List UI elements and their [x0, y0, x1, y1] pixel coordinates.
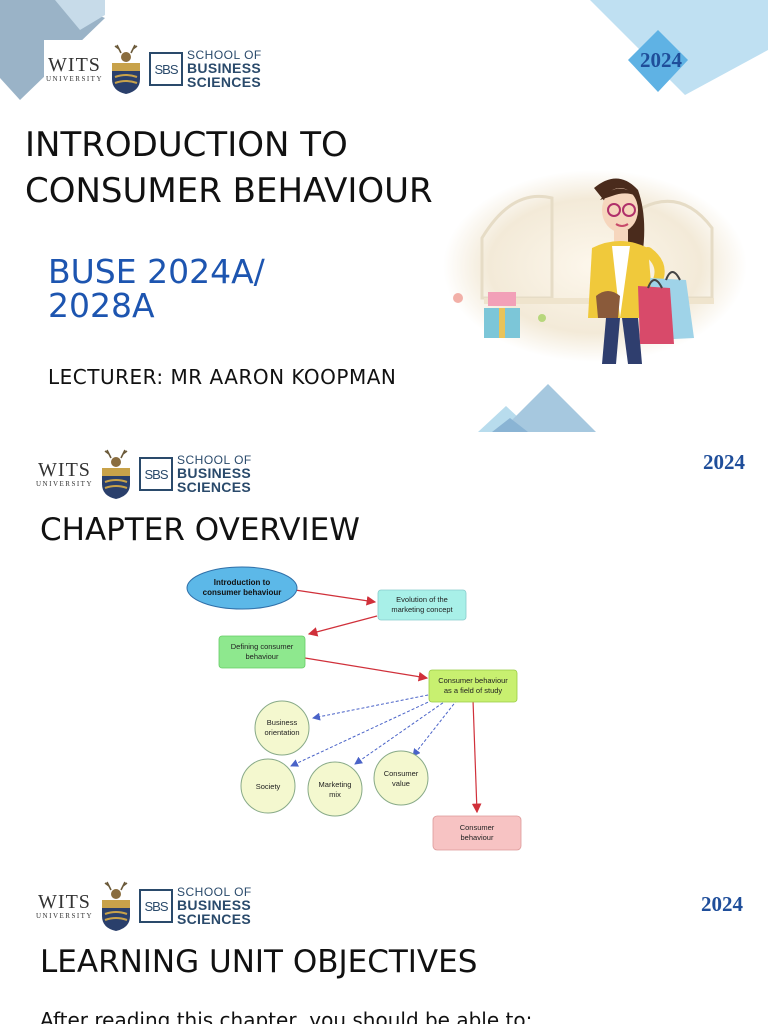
node-defining-line1: Defining consumer	[231, 642, 294, 651]
node-intro-line2: consumer behaviour	[203, 588, 282, 597]
wits-sbs-logo: WITS UNIVERSITY SBS SCHOOL OF BUSINESS S…	[36, 446, 286, 502]
wits-university: UNIVERSITY	[36, 912, 93, 920]
node-business: Business orientation	[254, 700, 310, 756]
sbs-mark: SBS	[139, 889, 173, 923]
node-behaviour-line1: Consumer	[460, 823, 495, 832]
school-line1: SCHOOL OF	[177, 453, 252, 467]
node-society: Society	[240, 758, 296, 814]
crest-icon	[112, 44, 140, 94]
node-intro-line1: Introduction to	[214, 578, 271, 587]
presentation-title: INTRODUCTION TO CONSUMER BEHAVIOUR	[25, 122, 505, 214]
school-line3: SCIENCES	[177, 479, 251, 495]
wits-wordmark: WITS UNIVERSITY	[36, 892, 93, 920]
sbs-mark: SBS	[149, 52, 183, 86]
node-value: Consumer value	[373, 750, 429, 806]
school-line1: SCHOOL OF	[177, 885, 252, 899]
node-intro: Introduction to consumer behaviour	[186, 566, 298, 610]
slide-title: CHAPTER OVERVIEW	[40, 512, 360, 548]
year-label: 2024	[640, 48, 682, 72]
node-field: Consumer behaviour as a field of study	[428, 669, 518, 703]
node-society-label: Society	[256, 782, 281, 791]
wits-name: WITS	[38, 459, 91, 481]
school-wordmark: SCHOOL OF BUSINESS SCIENCES	[177, 454, 252, 494]
lecturer-name: LECTURER: MR AARON KOOPMAN	[48, 365, 397, 389]
school-line1: SCHOOL OF	[187, 48, 262, 62]
school-line2: BUSINESS	[177, 465, 251, 481]
wits-name: WITS	[38, 891, 91, 913]
wits-wordmark: WITS UNIVERSITY	[36, 460, 93, 488]
node-mix-line2: mix	[329, 790, 341, 799]
title-line1: INTRODUCTION TO	[25, 125, 348, 165]
node-evolution-line2: marketing concept	[391, 605, 453, 614]
slide-learning-objectives: WITS UNIVERSITY SBS SCHOOL OF BUSINESS S…	[0, 864, 768, 1024]
wits-sbs-logo: WITS UNIVERSITY SBS SCHOOL OF BUSINESS S…	[36, 878, 296, 934]
school-wordmark: SCHOOL OF BUSINESS SCIENCES	[177, 886, 252, 926]
objectives-intro-text: After reading this chapter, you should b…	[40, 1008, 533, 1024]
wits-university: UNIVERSITY	[46, 75, 103, 83]
school-line3: SCIENCES	[187, 74, 261, 90]
course-code-line2: 2028A	[48, 286, 155, 325]
school-line2: BUSINESS	[187, 60, 261, 76]
node-business-line1: Business	[267, 718, 298, 727]
wits-name: WITS	[48, 54, 101, 76]
sbs-mark: SBS	[139, 457, 173, 491]
wits-university: UNIVERSITY	[36, 480, 93, 488]
shopping-woman-illustration	[443, 170, 747, 364]
decor-shapes-bottom	[478, 384, 596, 432]
decor-shapes-top-right	[590, 0, 768, 95]
title-line2: CONSUMER BEHAVIOUR	[25, 171, 433, 211]
crest-icon	[102, 881, 130, 931]
slide-chapter-overview: WITS UNIVERSITY SBS SCHOOL OF BUSINESS S…	[0, 432, 768, 864]
crest-icon	[102, 449, 130, 499]
year-label: 2024	[703, 450, 745, 474]
node-mix: Marketing mix	[307, 761, 363, 817]
slide-title: WITS UNIVERSITY SBS SCHOOL OF BUSINESS S…	[0, 0, 768, 432]
course-code-line1: BUSE 2024A/	[48, 252, 265, 291]
wits-wordmark: WITS UNIVERSITY	[46, 55, 103, 83]
slide-title: LEARNING UNIT OBJECTIVES	[40, 944, 478, 980]
year-label: 2024	[701, 892, 743, 916]
school-wordmark: SCHOOL OF BUSINESS SCIENCES	[187, 49, 262, 89]
chapter-overview-diagram: Introduction to consumer behaviour Evolu…	[186, 566, 522, 851]
node-defining-line2: behaviour	[246, 652, 279, 661]
school-line3: SCIENCES	[177, 911, 251, 927]
node-evolution-line1: Evolution of the	[396, 595, 448, 604]
node-business-line2: orientation	[264, 728, 299, 737]
school-line2: BUSINESS	[177, 897, 251, 913]
node-behaviour-line2: behaviour	[461, 833, 494, 842]
node-defining: Defining consumer behaviour	[218, 635, 306, 669]
node-value-line2: value	[392, 779, 410, 788]
node-behaviour: Consumer behaviour	[432, 815, 522, 851]
node-evolution: Evolution of the marketing concept	[377, 589, 467, 621]
wits-sbs-logo: WITS UNIVERSITY SBS SCHOOL OF BUSINESS S…	[44, 40, 294, 98]
node-field-line2: as a field of study	[444, 686, 503, 695]
course-code: BUSE 2024A/ 2028A	[48, 255, 348, 323]
node-mix-line1: Marketing	[319, 780, 352, 789]
node-value-line1: Consumer	[384, 769, 419, 778]
node-field-line1: Consumer behaviour	[438, 676, 508, 685]
